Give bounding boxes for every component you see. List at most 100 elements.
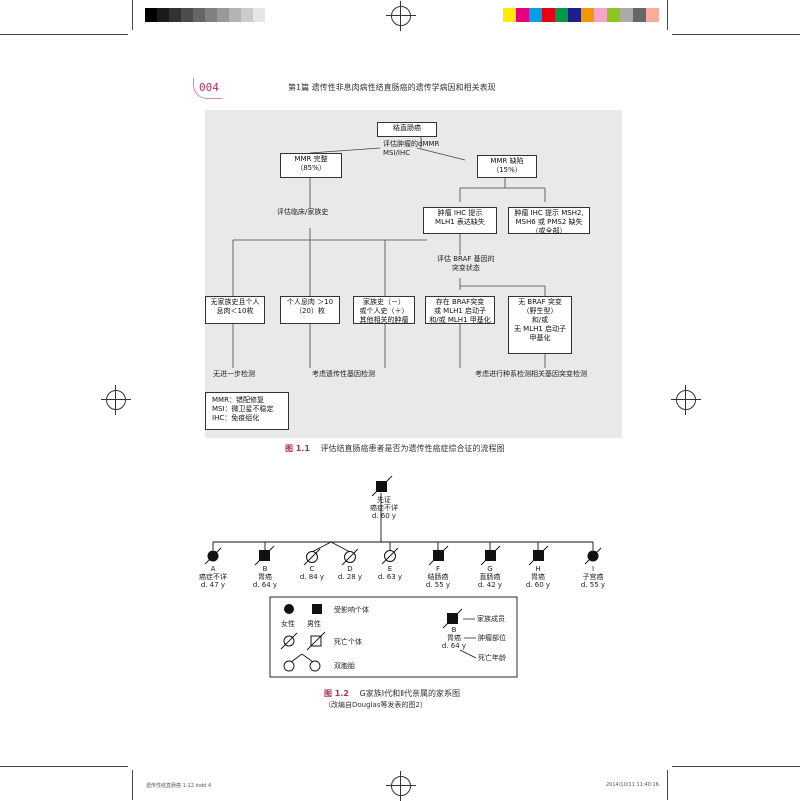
- member-cancer: 子宫癌: [582, 573, 604, 581]
- proband-age: d. 60 y: [371, 512, 397, 520]
- member-letter: I: [591, 565, 595, 573]
- member-cancer: 癌症不详: [199, 573, 227, 581]
- crop-mark: [667, 0, 668, 30]
- member-letter: G: [487, 565, 493, 573]
- legend-msi: MSI：微卫星不稳定: [212, 405, 274, 413]
- member-b: B 胃癌 d. 64 y: [245, 565, 285, 589]
- label-test-dmmr: 评估肿瘤的dMMR MSI/IHC: [383, 140, 440, 157]
- member-letter: D: [347, 565, 353, 573]
- member-age: d. 28 y: [337, 573, 363, 581]
- member-letter: B: [262, 565, 268, 573]
- member-age: d. 84 y: [299, 573, 325, 581]
- outcome-germline-testing: 考虑进行种系检测相关基因突变检测: [475, 370, 587, 378]
- box-no-family-history: 无家族史且个人 息肉＜10枚: [205, 296, 265, 324]
- crop-mark: [672, 34, 800, 35]
- legend-twins-label: 双胞胎: [334, 662, 355, 670]
- registration-mark-icon: [386, 1, 416, 31]
- legend-mmr: MMR：错配修复: [212, 396, 264, 404]
- member-cancer: 胃癌: [531, 573, 545, 581]
- member-a: A 癌症不详 d. 47 y: [193, 565, 233, 589]
- box-no-braf-mutation: 无 BRAF 突变 （野生型） 和/或 无 MLH1 启动子 甲基化: [508, 296, 572, 354]
- box-polyps-over-10: 个人息肉 ＞10 （20）枚: [280, 296, 340, 324]
- proband-label: 先证 癌症不详 d. 60 y: [356, 496, 412, 520]
- flowchart-figure: 结直肠癌 评估肿瘤的dMMR MSI/IHC MMR 完整 （85%） MMR …: [205, 110, 622, 438]
- legend-female-icon: [284, 604, 294, 614]
- figure-number: 图 1.1: [285, 444, 310, 453]
- label-assess-family: 评估临床/家族史: [277, 208, 329, 217]
- member-letter: A: [210, 565, 216, 573]
- box-mmr-deficient: MMR 缺陷 （15%）: [477, 155, 537, 178]
- proband-detail: 癌症不详: [370, 504, 398, 512]
- legend-note-site: 肿瘤部位: [478, 634, 506, 642]
- legend-twins-icon: [283, 653, 321, 672]
- member-letter: E: [387, 565, 393, 573]
- figure-1-2-subcaption: （改编自Douglas等发表的图2）: [324, 701, 427, 709]
- figure-number: 图 1.2: [324, 689, 349, 698]
- legend-affected-label: 受影响个体: [334, 606, 369, 614]
- figure-caption-text: G家族Ⅰ代和Ⅱ代亲属的家系图: [359, 689, 461, 698]
- chapter-title: 第1篇 遗传性非息肉病性结直肠癌的遗传学病因和相关表现: [288, 83, 496, 92]
- proband-name: 先证: [377, 496, 391, 504]
- footer-file-info: 遗传性结直肠癌 1-12.indd 4: [146, 783, 212, 789]
- member-e: E d. 63 y: [370, 565, 410, 581]
- legend-ihc: IHC：免疫组化: [212, 414, 260, 422]
- flowchart-connectors: [232, 137, 546, 368]
- legend-male-label: 男性: [307, 620, 321, 628]
- legend-note-age: 死亡年龄: [478, 654, 506, 662]
- box-mmr-intact: MMR 完整 （85%）: [280, 153, 342, 178]
- figure-1-2-caption: 图 1.2 G家族Ⅰ代和Ⅱ代亲属的家系图: [324, 688, 460, 699]
- outcome-no-testing: 无进一步检测: [213, 370, 255, 378]
- abbreviation-legend: MMR：错配修复 MSI：微卫星不稳定 IHC：免疫组化: [205, 392, 289, 430]
- box-ihc-other: 肿瘤 IHC 提示 MSH2, MSH6 或 PMS2 缺失 （或全部）: [508, 207, 590, 235]
- legend-example-age: d. 64 y: [441, 642, 467, 650]
- member-age: d. 63 y: [377, 573, 403, 581]
- grayscale-bar: [145, 8, 265, 22]
- box-family-history: 家族史（－） 或个人史（＋） 其他相关的肿瘤: [353, 296, 415, 324]
- member-cancer: 胃癌: [258, 573, 272, 581]
- member-letter: F: [435, 565, 441, 573]
- crop-mark: [0, 766, 128, 767]
- legend-example: B 胃癌 d. 64 y: [434, 626, 474, 650]
- legend-example-letter: B: [451, 626, 457, 634]
- color-bar: [503, 8, 659, 22]
- member-f: F 结肠癌 d. 55 y: [418, 565, 458, 589]
- member-age: d. 47 y: [200, 581, 226, 589]
- crop-mark: [0, 34, 128, 35]
- page-number-arc: [193, 78, 222, 99]
- member-cancer: 结肠癌: [427, 573, 449, 581]
- member-i: I 子宫癌 d. 55 y: [573, 565, 613, 589]
- figure-caption-text: 评估结直肠癌患者是否为遗传性癌症综合征的流程图: [320, 444, 505, 453]
- member-age: d. 60 y: [525, 581, 551, 589]
- footer-timestamp: 2014/10/11 11:40:16: [606, 782, 659, 788]
- member-h: H 胃癌 d. 60 y: [518, 565, 558, 589]
- registration-mark-icon: [101, 385, 131, 415]
- crop-mark: [132, 770, 133, 800]
- crop-mark: [672, 766, 800, 767]
- member-letter: H: [535, 565, 541, 573]
- member-c: C d. 84 y: [292, 565, 332, 581]
- box-colorectal-cancer: 结直肠癌: [377, 122, 437, 137]
- legend-deceased-label: 死亡个体: [334, 638, 362, 646]
- member-age: d. 42 y: [477, 581, 503, 589]
- box-braf-mutation: 存在 BRAF突变 或 MLH1 启动子 和/或 MLH1 甲基化: [425, 296, 495, 324]
- member-age: d. 55 y: [425, 581, 451, 589]
- legend-female-label: 女性: [281, 620, 295, 628]
- legend-note-marker: 家族成员: [477, 615, 505, 623]
- member-cancer: 直肠癌: [479, 573, 501, 581]
- label-assess-braf: 评估 BRAF 基因的 突变状态: [437, 255, 495, 273]
- legend-male-icon: [312, 604, 322, 614]
- member-d: D d. 28 y: [330, 565, 370, 581]
- member-age: d. 55 y: [580, 581, 606, 589]
- crop-mark: [667, 770, 668, 800]
- outcome-genetic-testing: 考虑遗传性基因检测: [312, 370, 375, 378]
- member-letter: C: [309, 565, 315, 573]
- crop-mark: [132, 0, 133, 30]
- registration-mark-icon: [386, 771, 416, 801]
- member-g: G 直肠癌 d. 42 y: [470, 565, 510, 589]
- figure-1-1-caption: 图 1.1 评估结直肠癌患者是否为遗传性癌症综合征的流程图: [285, 443, 505, 454]
- registration-mark-icon: [671, 385, 701, 415]
- member-age: d. 64 y: [252, 581, 278, 589]
- legend-example-cancer: 胃癌: [447, 634, 461, 642]
- box-ihc-mlh1: 肿瘤 IHC 提示 MLH1 表达缺失: [423, 207, 497, 234]
